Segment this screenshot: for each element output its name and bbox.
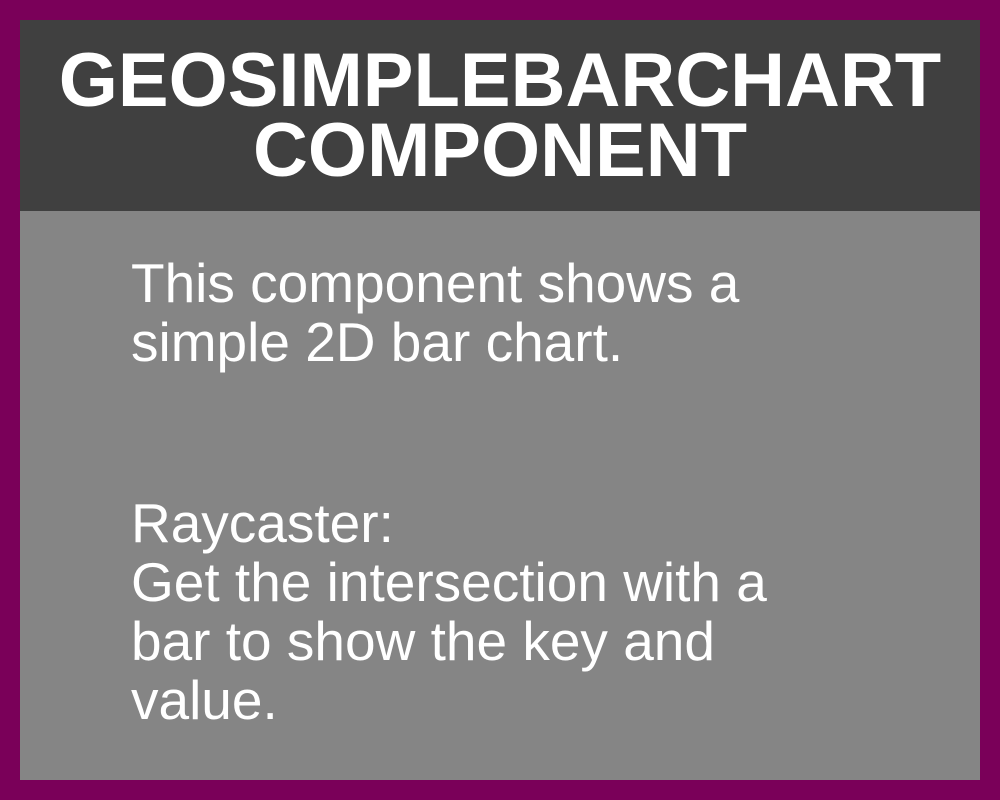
- raycaster-line-2: bar to show the key and: [131, 610, 715, 672]
- component-info-card: GEOSIMPLEBARCHART COMPONENT This compone…: [20, 20, 980, 780]
- raycaster-line-1: Get the intersection with a: [131, 551, 767, 613]
- paragraph-spacer: [131, 372, 951, 494]
- card-header: GEOSIMPLEBARCHART COMPONENT: [20, 20, 980, 211]
- title-line-2: COMPONENT: [253, 107, 747, 193]
- raycaster-line-3: value.: [131, 669, 278, 731]
- raycaster-heading: Raycaster:: [131, 492, 394, 554]
- description-paragraph: This component shows a simple 2D bar cha…: [131, 254, 951, 372]
- component-title: GEOSIMPLEBARCHART COMPONENT: [30, 37, 970, 193]
- component-description: This component shows a simple 2D bar cha…: [131, 254, 951, 730]
- description-line-1: This component shows a: [131, 252, 740, 314]
- raycaster-paragraph: Raycaster: Get the intersection with a b…: [131, 494, 951, 730]
- description-line-2: simple 2D bar chart.: [131, 311, 624, 373]
- title-line-1: GEOSIMPLEBARCHART: [58, 37, 942, 123]
